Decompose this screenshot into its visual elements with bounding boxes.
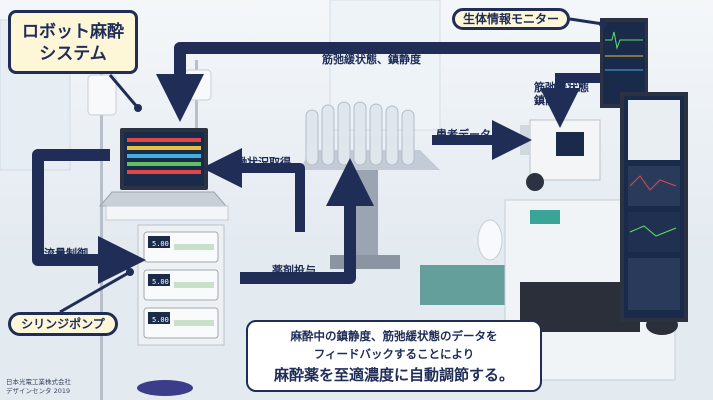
arrow-top-feedback bbox=[156, 42, 600, 122]
pump-callout: シリンジポンプ bbox=[8, 312, 118, 336]
arrow-relaxation bbox=[540, 73, 600, 128]
monitor-callout: 生体情報モニター bbox=[452, 8, 570, 30]
summary-line-3: 麻酔薬を至適濃度に自動調節する。 bbox=[273, 366, 514, 384]
pump-display-2: 5.00 bbox=[152, 278, 169, 286]
label-relaxation-line-2: 鎮静度 bbox=[534, 94, 567, 107]
label-top-feedback: 筋弛緩状態、鎮静度 bbox=[322, 53, 421, 66]
label-status: 稼働状況取得 bbox=[225, 156, 291, 169]
title-callout: ロボット麻酔 システム bbox=[8, 10, 138, 74]
label-relaxation-line-1: 筋弛緩状態 bbox=[534, 81, 589, 94]
label-flow-control: 流量制御 bbox=[44, 247, 88, 260]
credit-design: デザインセンタ 2019 bbox=[6, 387, 71, 395]
patient-monitor bbox=[600, 18, 688, 322]
credit-company: 日本光電工業株式会社 bbox=[6, 378, 71, 386]
arrow-flow-control bbox=[32, 149, 146, 284]
label-patient-data: 患者データ bbox=[436, 128, 491, 141]
summary-box: 麻酔中の鎮静度、筋弛緩状態のデータを フィードバックすることにより 麻酔薬を至適… bbox=[246, 320, 542, 392]
laptop bbox=[98, 128, 229, 221]
pump-display-3: 5.00 bbox=[152, 316, 169, 324]
summary-line-1: 麻酔中の鎮静度、筋弛緩状態のデータを bbox=[290, 329, 498, 343]
summary-line-2: フィードバックすることにより bbox=[313, 347, 475, 361]
arrow-drug-admin bbox=[240, 158, 374, 284]
label-relaxation: 筋弛緩状態 鎮静度 bbox=[534, 81, 589, 107]
label-drug-admin: 薬剤投与 bbox=[272, 264, 316, 277]
pump-display-1: 5.00 bbox=[152, 240, 169, 248]
syringe-pump-stack bbox=[137, 224, 225, 346]
arrow-status bbox=[202, 148, 305, 232]
title-line-2: システム bbox=[39, 44, 107, 64]
title-line-1: ロボット麻酔 bbox=[22, 22, 124, 42]
